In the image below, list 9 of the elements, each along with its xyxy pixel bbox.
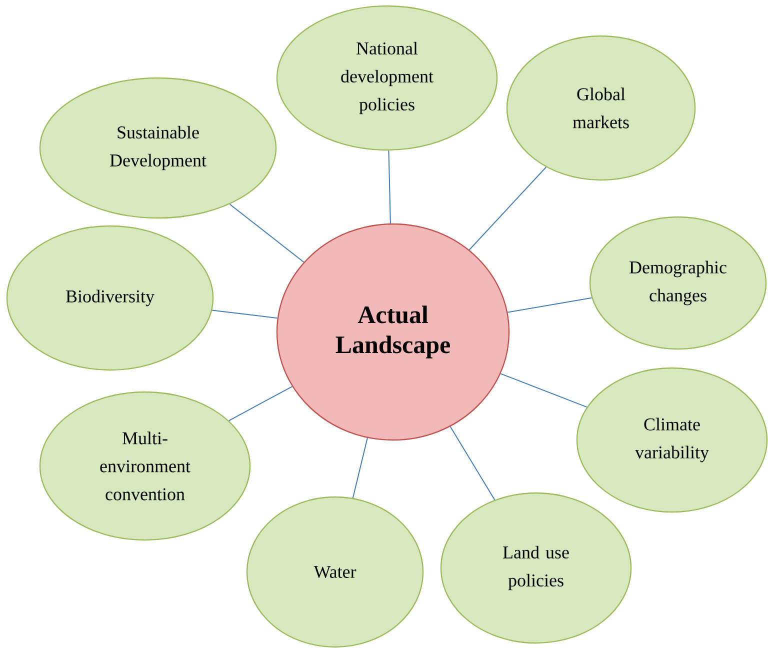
connector-line — [468, 166, 547, 250]
connector-line — [352, 437, 368, 498]
connector-line — [507, 297, 592, 313]
connector-line — [500, 373, 588, 408]
connector-line — [450, 426, 496, 500]
connector-line — [229, 204, 304, 263]
connector-line — [212, 310, 278, 319]
connector-line — [388, 150, 391, 224]
connector-line — [228, 386, 293, 422]
